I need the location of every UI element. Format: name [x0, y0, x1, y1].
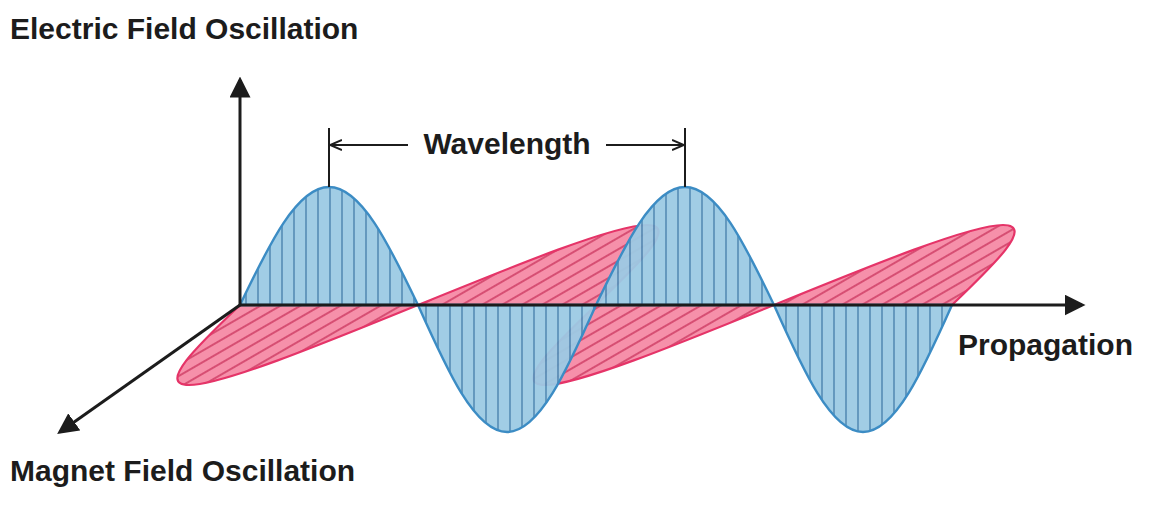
wavelength-tick: [684, 128, 686, 187]
propagation-axis: [240, 304, 1082, 307]
wavelength-arrow: [331, 144, 408, 146]
axis-label: Electric Field Oscillation: [10, 12, 358, 47]
electric-wave: [240, 187, 952, 432]
magnetic-axis: [60, 305, 240, 432]
axis-label: Propagation: [958, 328, 1133, 363]
dimension-label: Wavelength: [423, 127, 590, 162]
wavelength-tick: [328, 128, 330, 187]
wavelength-arrow: [606, 144, 683, 146]
axis-label: Magnet Field Oscillation: [10, 454, 355, 489]
electric-axis: [239, 80, 242, 305]
